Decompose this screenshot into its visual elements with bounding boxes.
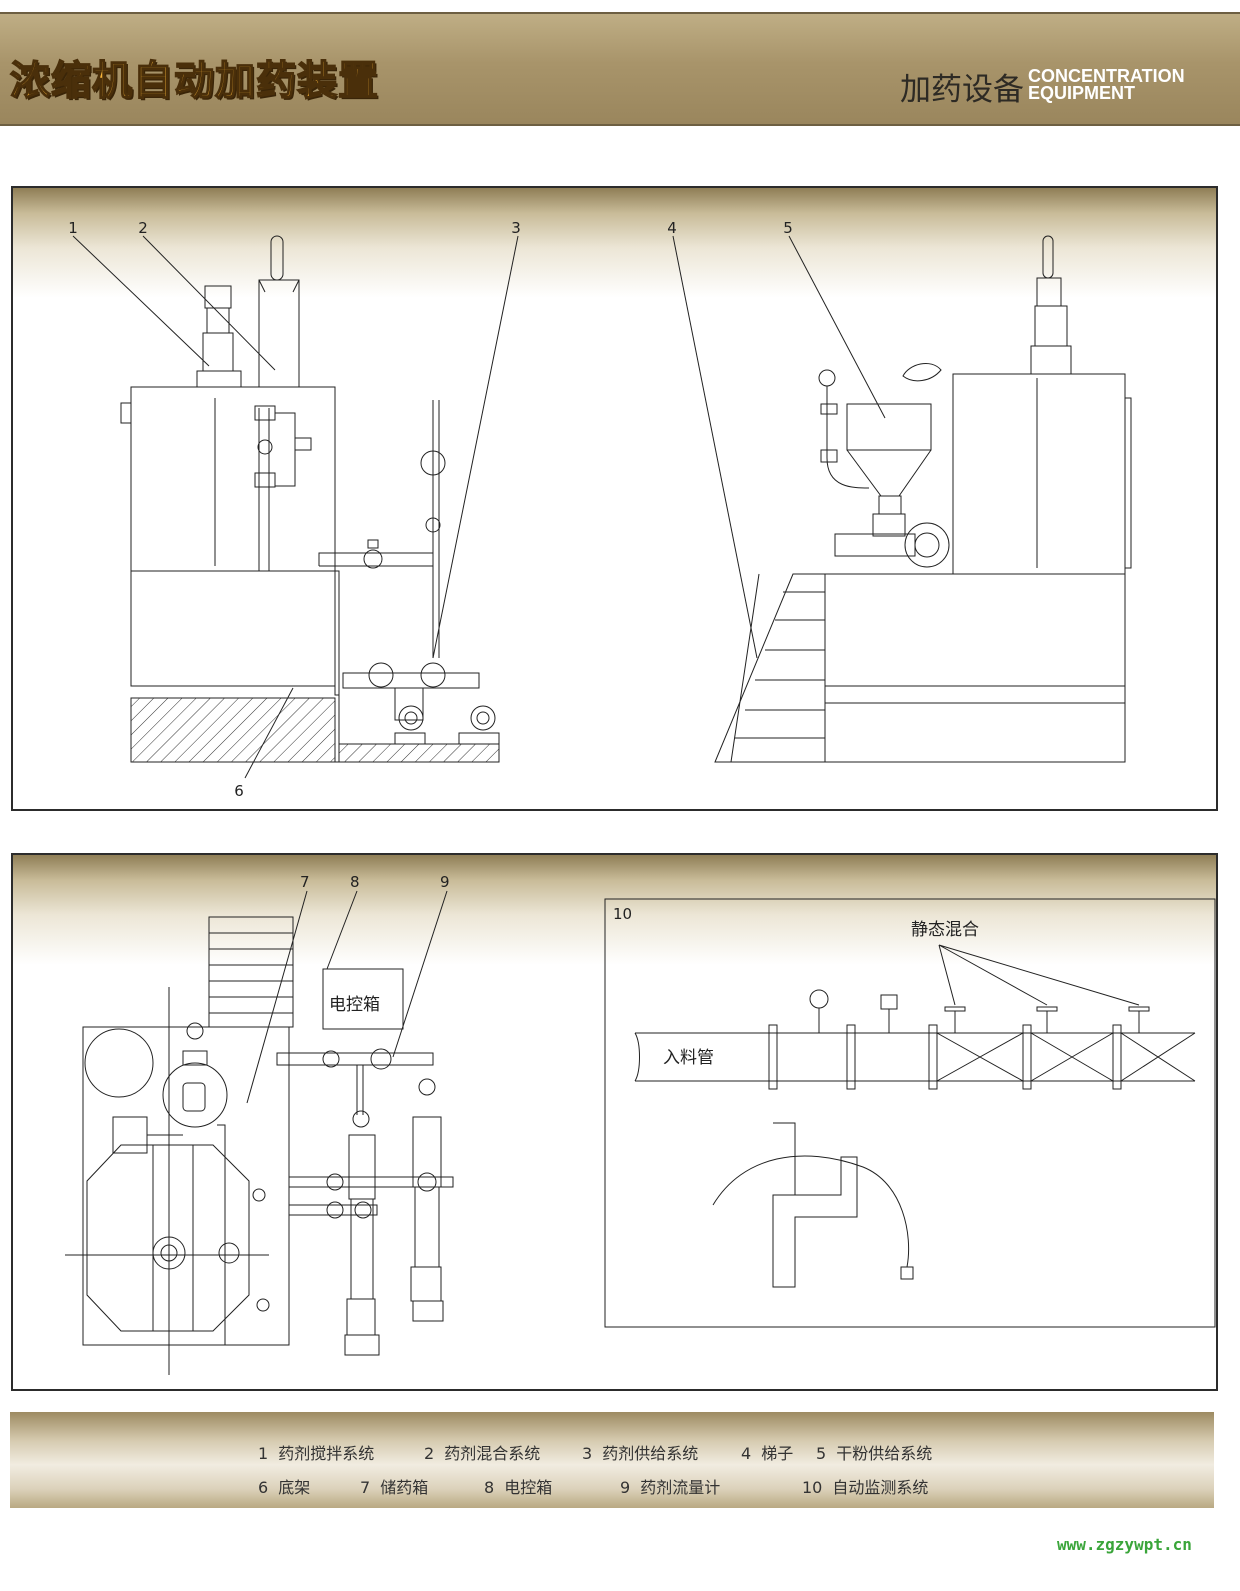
- callout-10: 10: [613, 905, 632, 923]
- elevation-drawing: 1 2 3 4 5 6: [68, 219, 1132, 800]
- category-en-line2: EQUIPMENT: [1028, 83, 1136, 103]
- callout-9: 9: [440, 873, 450, 891]
- page-title: 浓缩机自动加药装置: [9, 57, 379, 105]
- mixing-tank: [130, 386, 336, 572]
- watermark: www.zgzywpt.cn: [1057, 1535, 1192, 1554]
- inlet-pipe-label: 入料管: [663, 1048, 714, 1068]
- callout-7: 7: [300, 873, 310, 891]
- control-box-label: 电控箱: [329, 995, 380, 1015]
- callout-4: 4: [667, 219, 677, 237]
- static-mix-label: 静态混合: [911, 920, 979, 940]
- category-zh: 加药设备: [900, 72, 1024, 108]
- callout-2: 2: [138, 219, 148, 237]
- control-box: [322, 968, 404, 1030]
- header-banner: 浓缩机自动加药装置 加药设备 CONCENTRATION EQUIPMENT: [0, 12, 1240, 126]
- callout-5: 5: [783, 219, 793, 237]
- diagram-panel-plan: 7 8 9 电控箱 10 静态混合 入料管: [11, 853, 1218, 1391]
- category-en: CONCENTRATION EQUIPMENT: [1028, 66, 1185, 103]
- callout-1: 1: [68, 219, 78, 237]
- plan-drawing: 7 8 9 电控箱 10 静态混合 入料管: [65, 873, 1216, 1375]
- category-en-line1: CONCENTRATION: [1028, 66, 1185, 86]
- callout-6: 6: [234, 782, 244, 800]
- callout-8: 8: [350, 873, 360, 891]
- callout-3: 3: [511, 219, 521, 237]
- diagram-panel-elevation: 1 2 3 4 5 6: [11, 186, 1218, 811]
